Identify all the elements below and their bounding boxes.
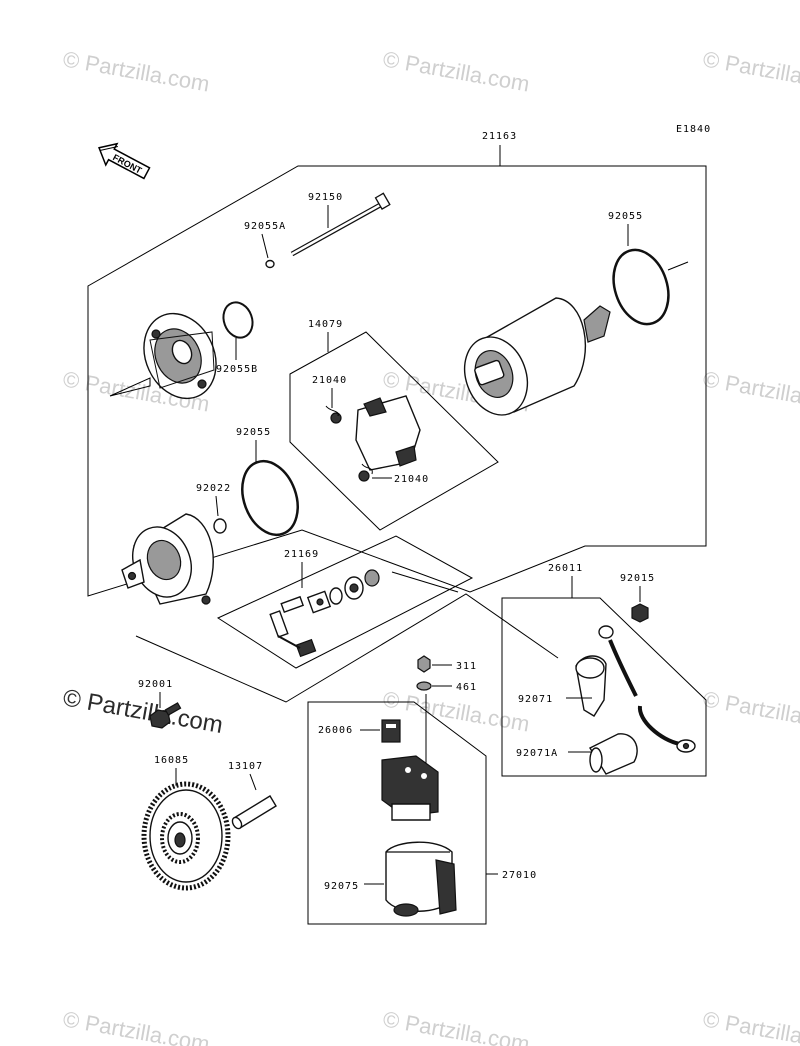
cable-outline-26011 (501, 597, 707, 777)
watermark: © Partzilla.com (701, 46, 800, 96)
label-26011: 26011 (548, 563, 583, 574)
label-92055-mid: 92055 (236, 427, 271, 438)
relay-outline-27010 (307, 701, 487, 925)
label-21169: 21169 (284, 549, 319, 560)
nut-311 (417, 655, 431, 673)
label-311: 311 (456, 661, 477, 672)
label-92022: 92022 (196, 483, 231, 494)
watermark: © Partzilla.com (381, 46, 531, 96)
bolt-92001 (149, 702, 182, 729)
watermark: © Partzilla.com (701, 1006, 800, 1046)
end-cover (121, 513, 214, 605)
assembly-outline-21163 (87, 165, 707, 597)
brush-holder-outline-14079 (289, 331, 499, 531)
diagram-code: E1840 (676, 124, 711, 135)
boot-92071A (589, 733, 638, 775)
label-21040-a: 21040 (312, 375, 347, 386)
watermark-main: © Partzilla.com (61, 684, 225, 739)
lower-kit-outline (135, 593, 559, 703)
brush-holder-14079 (355, 395, 421, 471)
label-13107: 13107 (228, 761, 263, 772)
terminal-bolt-21169 (269, 569, 380, 658)
label-92075: 92075 (324, 881, 359, 892)
label-16085: 16085 (154, 755, 189, 766)
o-ring-92055B (222, 301, 254, 339)
o-ring-92055-mid (241, 459, 299, 537)
watermark: © Partzilla.com (61, 46, 211, 96)
spring-21040-a (330, 412, 342, 424)
gear-16085 (141, 781, 231, 891)
boot-92071 (575, 655, 607, 717)
watermark: © Partzilla.com (381, 1006, 531, 1046)
label-92071: 92071 (518, 694, 553, 705)
label-92150: 92150 (308, 192, 343, 203)
watermark: © Partzilla.com (701, 686, 800, 736)
bolt-92150 (290, 192, 391, 257)
label-92015: 92015 (620, 573, 655, 584)
washer-461 (416, 681, 432, 691)
label-92055B: 92055B (216, 364, 258, 375)
label-92055A: 92055A (244, 221, 286, 232)
label-27010: 27010 (502, 870, 537, 881)
label-92001: 92001 (138, 679, 173, 690)
label-26006: 26006 (318, 725, 353, 736)
relay-cover-92075 (385, 841, 457, 917)
cable-26011 (598, 625, 696, 753)
front-arrow-icon: FRONT (98, 142, 151, 180)
nut-92015 (631, 603, 649, 623)
watermark: © Partzilla.com (381, 686, 531, 736)
watermark: © Partzilla.com (61, 1006, 211, 1046)
spring-21040-b (358, 470, 370, 482)
fuse-26006 (381, 719, 401, 743)
label-461: 461 (456, 682, 477, 693)
label-14079: 14079 (308, 319, 343, 330)
starter-relay (381, 755, 439, 821)
label-92055-top: 92055 (608, 211, 643, 222)
shaft-13107 (231, 795, 277, 830)
front-cover (143, 312, 217, 400)
watermark: © Partzilla.com (701, 366, 800, 416)
armature-yoke (463, 297, 611, 416)
label-92071A: 92071A (516, 748, 558, 759)
label-21040-b: 21040 (394, 474, 429, 485)
washer-92022 (213, 518, 227, 534)
o-ring-92055-top (612, 248, 670, 326)
terminal-kit-outline-21169 (216, 535, 474, 669)
label-21163: 21163 (482, 131, 517, 142)
o-ring-92055A (265, 259, 275, 269)
